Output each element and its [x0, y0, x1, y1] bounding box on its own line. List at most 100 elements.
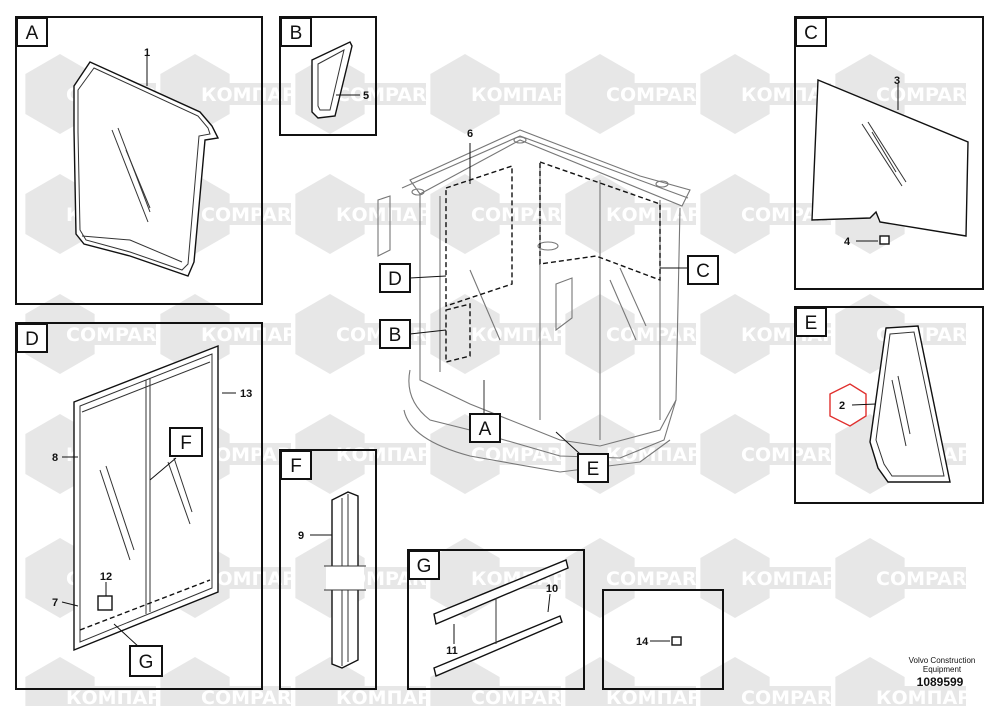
svg-text:COMPART: COMPART — [201, 204, 304, 226]
latch-part-12[interactable] — [97, 595, 113, 611]
rail-part-10[interactable] — [433, 559, 569, 625]
part-number-13: 13 — [240, 388, 252, 400]
watermark-tile: КОМПАРТ — [25, 657, 174, 706]
cab-callout-c-label: C — [696, 261, 710, 282]
panel-c-tag — [795, 17, 827, 47]
drawing-number: 1089599 — [917, 675, 964, 689]
svg-text:COMPART: COMPART — [741, 687, 844, 706]
watermark-tile: COMPART — [295, 294, 439, 374]
watermark-tile: КОМПАРТ — [295, 657, 444, 706]
svg-text:COMPART: COMPART — [201, 444, 304, 466]
cab-callout-a[interactable] — [469, 413, 501, 443]
panel-f-tag — [280, 450, 312, 480]
panel-e: E 2 — [794, 306, 984, 504]
watermark-tile: КОМПАРТ — [565, 657, 714, 706]
svg-text:КОМПАРТ: КОМПАРТ — [741, 568, 849, 590]
svg-text:COMPART: COMPART — [471, 687, 574, 706]
watermark-tile: КОМПАРТ — [565, 174, 714, 254]
part-number-5: 5 — [363, 90, 369, 102]
rail-part-11[interactable] — [433, 615, 563, 677]
watermark-tile: КОМПАРТ — [430, 294, 579, 374]
panel-b-label: B — [290, 23, 303, 44]
part-number-11: 11 — [446, 645, 458, 657]
svg-text:COMPART: COMPART — [606, 568, 709, 590]
rear-window-glass[interactable] — [73, 61, 220, 277]
detail-f-tag[interactable] — [169, 427, 203, 457]
part-number-1: 1 — [144, 47, 150, 59]
panel-c: C 3 4 — [794, 16, 984, 290]
part-number-3: 3 — [894, 75, 900, 87]
svg-text:КОМПАРТ: КОМПАРТ — [471, 84, 579, 106]
detail-g-tag[interactable] — [129, 645, 163, 677]
panel-g-tag — [408, 550, 440, 580]
cab-callout-d[interactable] — [379, 263, 411, 293]
cab-callout-b[interactable] — [379, 319, 411, 349]
svg-text:КОМПАРТ: КОМПАРТ — [336, 687, 444, 706]
clip-part-14[interactable] — [671, 636, 682, 646]
watermark-tile: COMPART — [430, 174, 574, 254]
cab-callout-c[interactable] — [687, 255, 719, 285]
panel-part-14: 14 — [602, 589, 724, 690]
svg-text:COMPART: COMPART — [876, 568, 979, 590]
watermark-tile: КОМПАРТ — [295, 414, 444, 494]
svg-text:COMPART: COMPART — [606, 324, 709, 346]
svg-text:COMPART: COMPART — [741, 444, 844, 466]
cab-callout-a-label: A — [479, 419, 492, 440]
watermark-tile: COMPART — [565, 54, 709, 134]
panel-f-label: F — [290, 456, 302, 477]
panel-a-label: A — [26, 23, 39, 44]
watermark-tile: КОМПАРТ — [835, 657, 984, 706]
highlight-hexagon — [829, 383, 867, 427]
watermark-tile: COMPART — [700, 414, 844, 494]
svg-text:COMPART: COMPART — [66, 324, 169, 346]
part-number-6: 6 — [467, 128, 473, 140]
part-number-10: 10 — [546, 583, 558, 595]
watermark-tile: COMPART — [25, 294, 169, 374]
panel-b: B 5 — [279, 16, 377, 136]
watermark-tile: COMPART — [160, 657, 304, 706]
cab-callout-d-label: D — [388, 269, 402, 290]
svg-text:КОМПАРТ: КОМПАРТ — [66, 687, 174, 706]
panel-c-label: C — [804, 23, 818, 44]
panel-b-tag — [280, 17, 312, 47]
door-window-glass[interactable] — [811, 78, 969, 237]
panel-g-label: G — [417, 556, 432, 577]
svg-text:COMPART: COMPART — [876, 84, 979, 106]
watermark-tile: COMPART — [700, 657, 844, 706]
svg-text:КОМПАРТ: КОМПАРТ — [876, 687, 984, 706]
panel-a-tag — [16, 17, 48, 47]
cab-callout-b-label: B — [389, 325, 402, 346]
detail-f-label: F — [180, 433, 192, 454]
brand-line-1: Volvo Construction — [909, 656, 976, 665]
part-number-4: 4 — [844, 236, 851, 248]
svg-text:COMPART: COMPART — [606, 84, 709, 106]
panel-g: G 10 11 — [407, 549, 585, 690]
svg-text:COMPART: COMPART — [336, 84, 439, 106]
svg-text:COMPART: COMPART — [201, 687, 304, 706]
cab-illustration: 6 D B C A E — [377, 128, 719, 483]
svg-text:КОМПАРТ: КОМПАРТ — [336, 444, 444, 466]
cab-callout-e[interactable] — [577, 453, 609, 483]
title-block: Volvo Construction Equipment 1089599 — [909, 656, 976, 689]
svg-text:КОМПАРТ: КОМПАРТ — [606, 687, 714, 706]
part-number-14: 14 — [636, 636, 649, 648]
svg-text:КОМПАРТ: КОМПАРТ — [606, 444, 714, 466]
part-number-12: 12 — [100, 571, 112, 583]
front-corner-glass[interactable] — [869, 325, 951, 483]
svg-text:КОМПАРТ: КОМПАРТ — [471, 324, 579, 346]
panel-a: A 1 — [15, 16, 263, 305]
svg-text:КОМПАРТ: КОМПАРТ — [201, 84, 309, 106]
svg-text:КОМПАРТ: КОМПАРТ — [201, 568, 309, 590]
watermark-tile: КОМПАРТ — [700, 538, 849, 618]
part-number-9: 9 — [298, 530, 304, 542]
cab-callout-e-label: E — [587, 459, 600, 480]
side-window-glass[interactable] — [311, 41, 353, 119]
part-number-7: 7 — [52, 597, 58, 609]
watermark-tile: COMPART — [565, 538, 709, 618]
svg-text:КОМПАРТ: КОМПАРТ — [201, 324, 309, 346]
part-number-8: 8 — [52, 452, 58, 464]
brand-line-2: Equipment — [923, 665, 962, 674]
clip-part-4[interactable] — [879, 235, 890, 245]
panel-d-label: D — [25, 329, 39, 350]
